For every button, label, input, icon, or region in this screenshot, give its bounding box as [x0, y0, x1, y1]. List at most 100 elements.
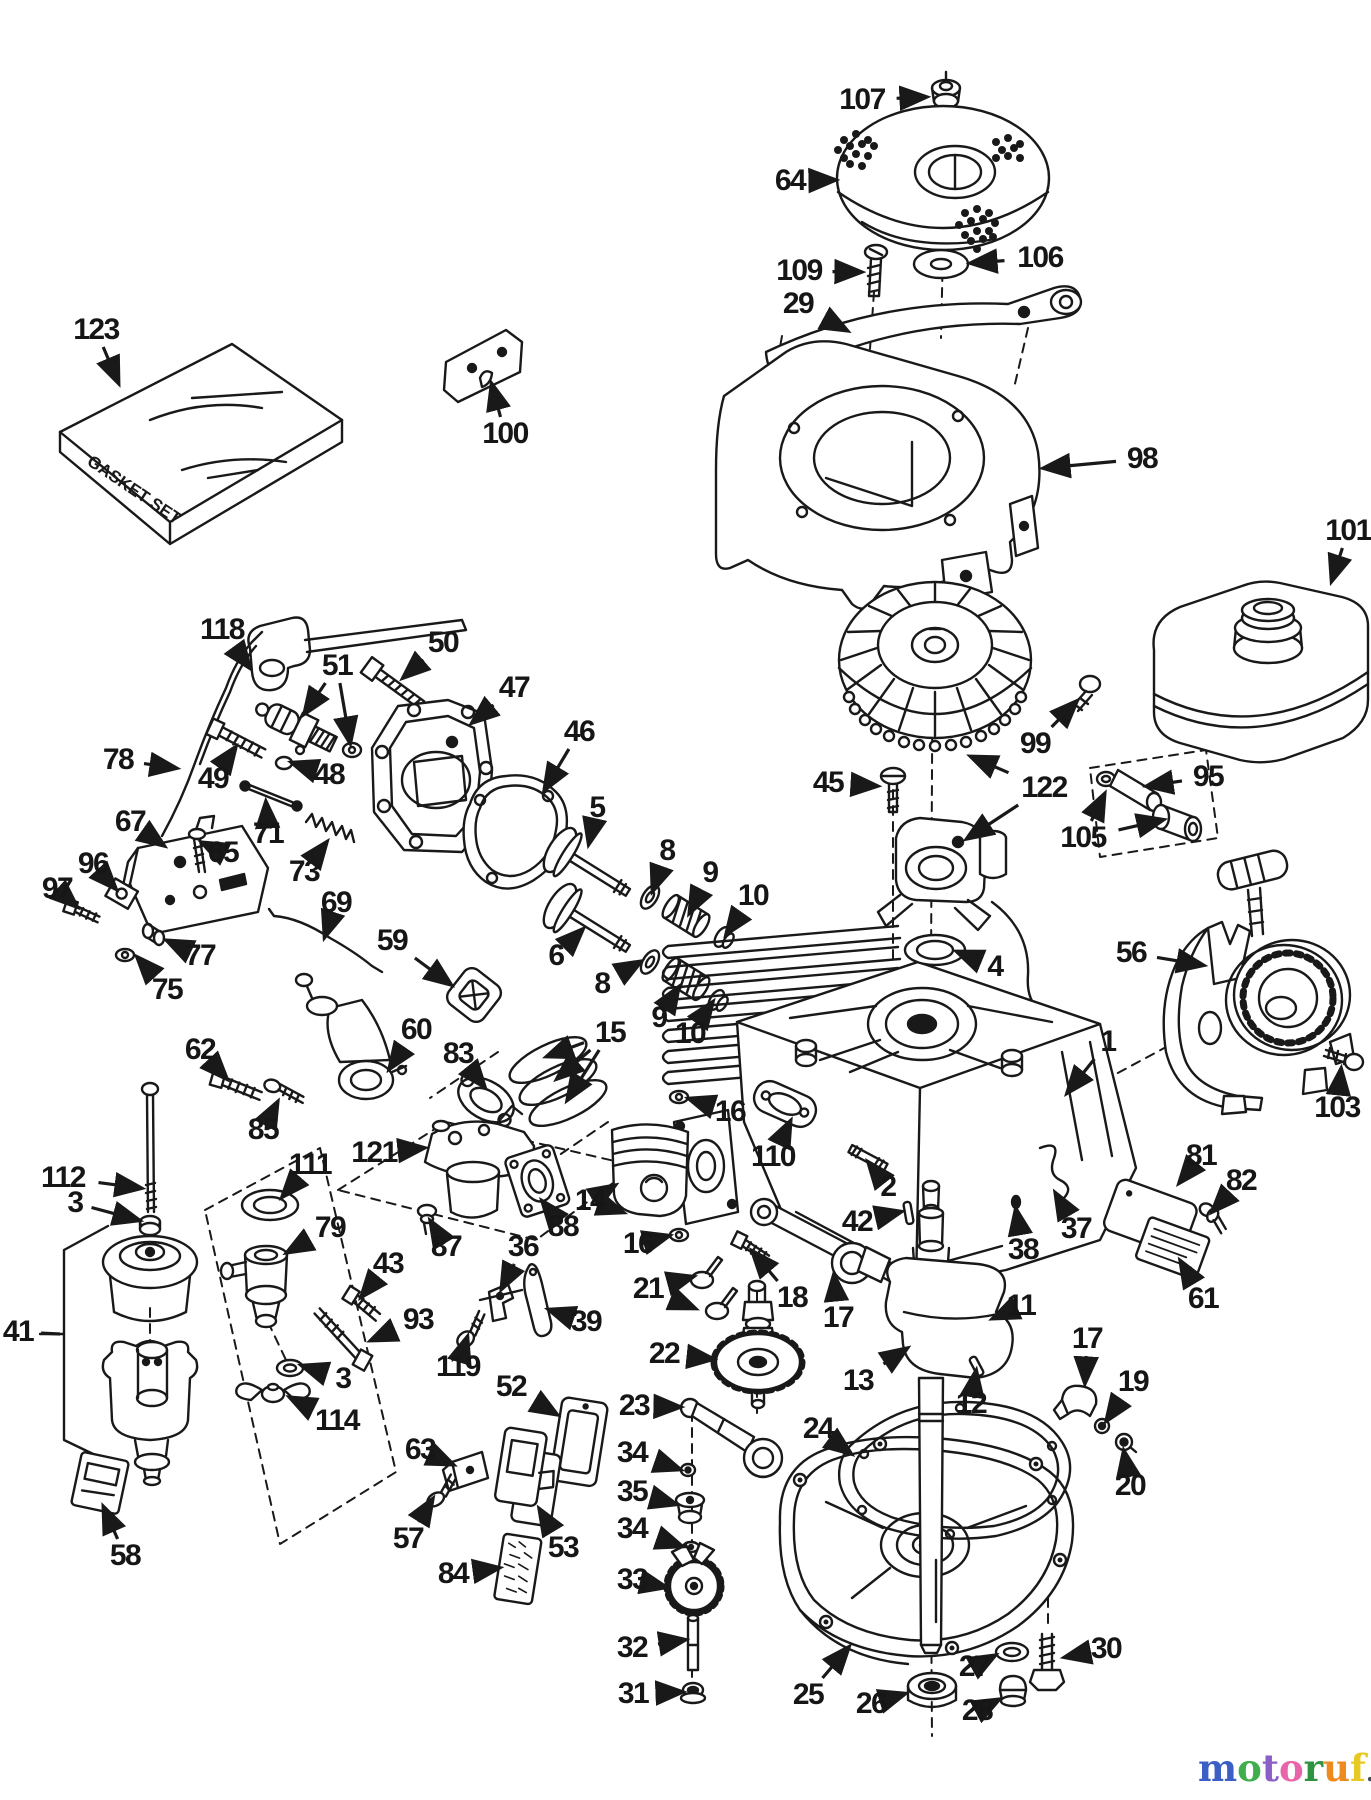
- watermark-letter: t: [1261, 1746, 1279, 1790]
- part-label-78: 78: [102, 743, 135, 776]
- pan-gasket-24: [837, 1400, 1072, 1540]
- leader-110: [767, 1116, 793, 1151]
- part-label-41: 41: [2, 1315, 35, 1348]
- leader-111: [278, 1168, 310, 1201]
- watermark-motoruf[interactable]: motoruf.de: [1198, 1746, 1371, 1794]
- part-label-84: 84: [437, 1557, 470, 1590]
- part-label-107: 107: [839, 83, 886, 116]
- spring-73: [304, 812, 356, 844]
- leader-71: [254, 796, 281, 830]
- leader-83: [457, 1058, 489, 1091]
- leader-34a: [650, 1448, 686, 1473]
- part-label-87: 87: [430, 1230, 463, 1263]
- part-label-17a: 17: [822, 1301, 855, 1334]
- part-label-111: 111: [288, 1148, 333, 1181]
- leader-26: [875, 1689, 911, 1714]
- part-label-6: 6: [548, 939, 565, 972]
- part-label-63: 63: [404, 1433, 437, 1466]
- part-label-123: 123: [73, 313, 120, 346]
- part-label-100: 100: [482, 417, 529, 450]
- bolt-93: [313, 1307, 374, 1372]
- leader-4: [952, 949, 987, 974]
- part-label-43: 43: [372, 1247, 405, 1280]
- watermark-tld: .de: [1366, 1760, 1371, 1787]
- bolt-49: [205, 717, 267, 759]
- part-label-75: 75: [151, 973, 184, 1006]
- leader-98: [1038, 452, 1117, 479]
- part-label-53: 53: [547, 1531, 580, 1564]
- leader-15: [553, 1048, 592, 1083]
- part-label-52: 52: [495, 1370, 528, 1403]
- part-label-15: 15: [594, 1016, 627, 1049]
- part-label-99: 99: [1019, 727, 1052, 760]
- leader-16a: [683, 1094, 719, 1120]
- leader-2: [865, 1157, 895, 1192]
- leader-27: [965, 1652, 1000, 1680]
- leader-103: [1325, 1063, 1352, 1097]
- part-label-62: 62: [184, 1033, 217, 1066]
- part-label-47: 47: [498, 671, 531, 704]
- rod-cap-17b: [1052, 1384, 1098, 1421]
- part-label-109: 109: [776, 254, 823, 287]
- part-label-114: 114: [315, 1404, 360, 1437]
- leader-14: [593, 1191, 629, 1216]
- bolt-30: [1028, 1632, 1066, 1692]
- gasket-plate-52: [549, 1396, 609, 1488]
- leader-81: [1175, 1154, 1207, 1187]
- part-label-31: 31: [617, 1677, 650, 1710]
- part-label-61: 61: [1187, 1282, 1220, 1315]
- leader-34b: [652, 1525, 688, 1550]
- part-label-118: 118: [200, 613, 245, 646]
- leader-41: [41, 1331, 61, 1336]
- leader-22: [685, 1343, 719, 1370]
- part-label-4: 4: [987, 950, 1004, 983]
- watermark-letter: f: [1350, 1746, 1366, 1790]
- leader-15: [564, 1049, 601, 1105]
- valve-6: [542, 882, 632, 953]
- leader-56: [1156, 948, 1209, 974]
- spark-plug-51: [255, 702, 338, 753]
- part-label-3a: 3: [67, 1186, 84, 1219]
- bracket-67: [118, 814, 270, 936]
- leader-105: [1081, 789, 1107, 824]
- part-label-112: 112: [41, 1161, 86, 1194]
- leader-9b: [653, 982, 682, 1017]
- leader-43: [357, 1268, 389, 1301]
- leader-19: [1103, 1391, 1133, 1426]
- watermark-letter: m: [1198, 1746, 1238, 1790]
- cover-holes: [834, 130, 1024, 253]
- leader-49: [209, 742, 239, 777]
- leader-6: [554, 925, 587, 958]
- label-plate-58: [70, 1451, 130, 1515]
- leader-21: [665, 1286, 700, 1311]
- leader-18: [748, 1247, 780, 1283]
- part-label-35: 35: [616, 1475, 649, 1508]
- nut-107: [930, 70, 962, 110]
- leader-77: [162, 938, 197, 964]
- oil-seal-4: [903, 933, 967, 967]
- part-label-22: 22: [648, 1337, 681, 1370]
- part-label-24: 24: [802, 1412, 835, 1445]
- part-label-18: 18: [776, 1281, 809, 1314]
- recoil-starter-56: [1162, 849, 1356, 1116]
- leader-24: [821, 1427, 856, 1457]
- leader-20: [1115, 1445, 1142, 1480]
- part-label-16a: 16: [714, 1095, 747, 1128]
- leader-42: [872, 1205, 907, 1231]
- leader-10b: [686, 997, 716, 1032]
- valve-5: [542, 826, 632, 897]
- leader-3b: [296, 1361, 332, 1387]
- part-label-65: 65: [207, 836, 240, 869]
- camshaft-22: [710, 1279, 806, 1410]
- part-label-56: 56: [1115, 936, 1148, 969]
- part-label-50: 50: [427, 626, 460, 659]
- part-label-77: 77: [184, 939, 217, 972]
- leader-13: [877, 1345, 912, 1374]
- part-label-38: 38: [1007, 1233, 1040, 1266]
- leader-38: [1007, 1203, 1033, 1238]
- part-label-1: 1: [1100, 1025, 1117, 1058]
- part-label-10a: 10: [737, 879, 770, 912]
- part-label-17b: 17: [1071, 1322, 1104, 1355]
